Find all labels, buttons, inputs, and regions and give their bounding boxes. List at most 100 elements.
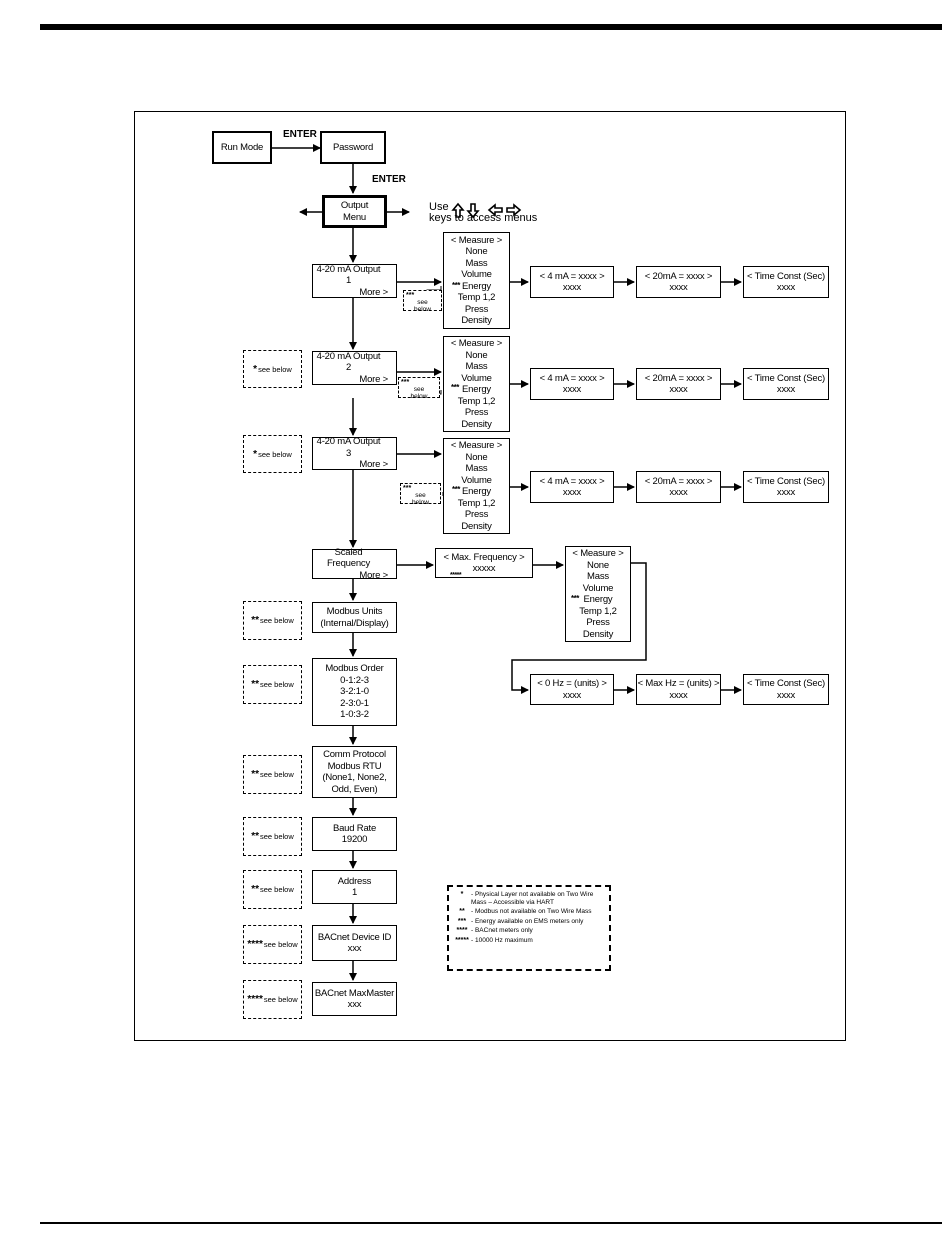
note-text: see below: [260, 680, 294, 689]
modbus-order-option: 3-2:1-0: [340, 686, 369, 698]
time-const-label: < Time Const (Sec): [747, 270, 825, 282]
baud-rate-value: 19200: [341, 834, 368, 845]
output-3-title: 4-20 mA Output 3: [316, 436, 381, 459]
note-stars: ****: [247, 939, 263, 950]
nav-arrows-icon: [451, 202, 522, 219]
measure-item: Energy: [462, 384, 491, 395]
modbus-order-option: 0-1:2-3: [340, 674, 369, 686]
legend-mark: *: [460, 891, 464, 898]
note-text: see below: [258, 449, 292, 459]
note-stars: *: [253, 363, 258, 375]
legend-row: * - Physical Layer not available on Two W…: [453, 891, 605, 906]
output-menu-line-1: Output: [340, 200, 369, 211]
energy-stars-2: ***: [451, 383, 459, 392]
output-2-box: 4-20 mA Output 2 More >: [312, 351, 397, 385]
four-ma-box-2: < 4 mA = xxxx >xxxx: [530, 368, 614, 400]
measure-item: Density: [461, 520, 492, 532]
enter-label-2: ENTER: [372, 174, 406, 185]
energy-stars-3: ***: [452, 485, 460, 494]
scaled-frequency-title: Scaled Frequency: [326, 546, 371, 570]
note-stars: ****: [247, 994, 263, 1005]
time-const-box-1: < Time Const (Sec)xxxx: [743, 266, 829, 298]
zero-hz-label: < 0 Hz = (units) >: [537, 678, 607, 689]
see-below-tag-1: *** see below: [403, 290, 442, 313]
legend-row: *** - Energy available on EMS meters only: [453, 918, 605, 926]
four-ma-label: < 4 mA = xxxx >: [539, 475, 605, 487]
measure-item: Volume: [461, 269, 492, 280]
note-stars: **: [251, 769, 259, 780]
measure-item: Temp 1,2: [579, 605, 617, 617]
max-hz-box: < Max Hz = (units) >xxxx: [636, 674, 721, 705]
time-const-box-2: < Time Const (Sec)xxxx: [743, 368, 829, 400]
twenty-ma-label: < 20mA = xxxx >: [644, 475, 713, 487]
measure-item: Density: [461, 315, 492, 326]
time-const-value: xxxx: [776, 282, 796, 293]
password-box: Password: [320, 131, 386, 164]
tag-below: below: [410, 393, 428, 400]
output-2-title: 4-20 mA Output 2: [316, 350, 381, 374]
bacnet-device-id-box: BACnet Device ID xxx: [312, 925, 397, 961]
comm-protocol-label: Comm Protocol: [323, 749, 386, 760]
four-ma-label: < 4 mA = xxxx >: [539, 270, 605, 282]
address-label: Address: [337, 875, 372, 887]
time-const-label: < Time Const (Sec): [747, 475, 825, 487]
twenty-ma-box-2: < 20mA = xxxx >xxxx: [636, 368, 721, 400]
scaled-frequency-box: Scaled Frequency More >: [312, 546, 397, 581]
bacnet-device-id-value: xxx: [347, 943, 362, 954]
max-hz-label: < Max Hz = (units) >: [637, 678, 720, 689]
see-below-note-output-3: *see below: [243, 435, 302, 473]
measure-item: Temp 1,2: [457, 292, 496, 303]
note-text: see below: [263, 995, 298, 1004]
time-const-box-freq: < Time Const (Sec)xxxx: [743, 674, 829, 705]
baud-rate-box: Baud Rate 19200: [312, 817, 397, 851]
max-frequency-stars: *****: [450, 572, 462, 579]
zero-hz-box: < 0 Hz = (units) >xxxx: [530, 674, 614, 705]
measure-item: Mass: [465, 463, 488, 474]
time-const-value: xxxx: [776, 487, 796, 498]
bacnet-device-id-label: BACnet Device ID: [317, 931, 392, 943]
see-below-note-bacnet-id: ****see below: [243, 925, 302, 964]
time-const-value: xxxx: [776, 384, 796, 395]
time-const-value: xxxx: [776, 689, 796, 701]
measure-item: Press: [464, 509, 489, 520]
output-1-more: More >: [359, 286, 388, 298]
comm-protocol-option: Odd, Even): [331, 783, 378, 795]
four-ma-value: xxxx: [562, 384, 582, 395]
measure-item: Temp 1,2: [457, 497, 496, 509]
legend-mark: ***: [457, 917, 467, 925]
twenty-ma-value: xxxx: [669, 282, 688, 293]
tag-see: see: [413, 386, 425, 393]
address-box: Address 1: [312, 870, 397, 904]
tag-see: see: [417, 299, 428, 306]
legend-text: - 10000 Hz maximum: [471, 936, 533, 944]
energy-stars-1: ***: [452, 281, 460, 290]
bacnet-maxmaster-box: BACnet MaxMaster xxx: [312, 982, 397, 1016]
legend-text: - Energy available on EMS meters only: [471, 917, 584, 925]
tag-below: below: [412, 499, 429, 506]
energy-stars-freq: ***: [571, 594, 579, 603]
measure-item: None: [587, 559, 609, 571]
measure-item: None: [465, 349, 488, 361]
measure-item: Mass: [465, 257, 488, 269]
see-below-note-baud-rate: **see below: [243, 817, 302, 856]
twenty-ma-box-1: < 20mA = xxxx >xxxx: [636, 266, 721, 298]
time-const-box-3: < Time Const (Sec)xxxx: [743, 471, 829, 503]
see-below-note-modbus-units: **see below: [243, 601, 302, 640]
address-value: 1: [351, 887, 358, 898]
measure-item: Volume: [582, 582, 614, 594]
baud-rate-label: Baud Rate: [332, 822, 377, 834]
measure-item: Energy: [462, 486, 491, 497]
note-stars: **: [251, 884, 259, 895]
output-menu-line-2: Menu: [343, 211, 366, 223]
note-stars: **: [251, 679, 259, 690]
see-below-note-bacnet-max: ****see below: [243, 980, 302, 1019]
output-2-more: More >: [359, 373, 388, 385]
measure-item: Press: [586, 617, 610, 628]
note-stars: **: [251, 615, 259, 626]
measure-item: Volume: [461, 372, 492, 384]
legend-text: - Physical Layer not available on Two Wi…: [471, 891, 594, 906]
legend-row: *****- 10000 Hz maximum: [453, 937, 605, 945]
twenty-ma-box-3: < 20mA = xxxx >xxxx: [636, 471, 721, 503]
modbus-units-value: (Internal/Display): [320, 617, 389, 629]
measure-item: Energy: [462, 280, 491, 292]
